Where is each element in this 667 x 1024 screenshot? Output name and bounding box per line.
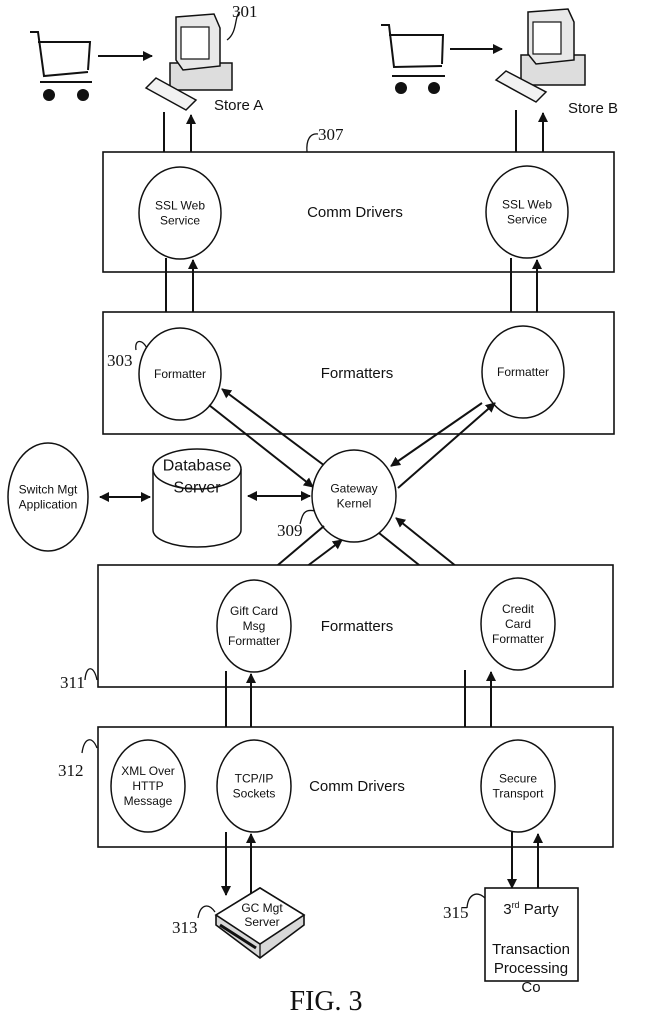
switch-mgt-application <box>7 442 89 552</box>
store-b: Store B <box>381 8 618 117</box>
ref-311: 311 <box>60 673 85 692</box>
formatter-b-to-gateway-arrow <box>390 402 483 467</box>
gateway-to-formatter-b-arrow <box>397 402 496 489</box>
formatter-a-label: Formatter <box>154 367 206 381</box>
store-a-label: Store A <box>214 97 263 114</box>
formatter-a <box>138 327 222 421</box>
ref-307: 307 <box>318 125 344 144</box>
gateway-kernel <box>311 449 397 543</box>
ref-313: 313 <box>172 918 198 937</box>
ref-309: 309 <box>277 521 303 540</box>
secure-transport <box>480 739 556 833</box>
ssl-web-service-a <box>138 166 222 260</box>
ref-312: 312 <box>58 761 84 780</box>
figure-caption: FIG. 3 <box>289 986 362 1017</box>
formatter-b-label: Formatter <box>497 365 549 379</box>
gateway-to-formatter-a-arrow <box>221 388 326 467</box>
computer-icon <box>494 8 586 103</box>
gift-card-msg-formatter <box>216 579 292 673</box>
store-b-label: Store B <box>568 100 618 117</box>
ref-303: 303 <box>107 351 133 370</box>
layer-formatters-top: Formatters 303 Formatter Formatter <box>102 311 615 435</box>
tcp-ip-sockets <box>216 739 292 833</box>
layer-label: Formatters <box>321 365 394 382</box>
credit-card-formatter <box>480 577 556 671</box>
formatter-a-to-gateway-arrow <box>208 404 314 488</box>
ref-301: 301 <box>232 2 258 21</box>
computer-icon <box>144 13 233 111</box>
layer-label: Comm Drivers <box>309 778 405 795</box>
third-party-box <box>484 887 579 982</box>
xml-over-http-message <box>110 739 186 833</box>
layer-label: Comm Drivers <box>307 204 403 221</box>
shopping-cart-icon <box>30 31 92 101</box>
shopping-cart-icon <box>381 24 445 94</box>
formatter-b <box>481 325 565 419</box>
ssl-web-service-b <box>485 165 569 259</box>
layer-label: Formatters <box>321 618 394 635</box>
ref-315: 315 <box>443 903 469 922</box>
ref-leader <box>226 11 241 41</box>
third-party-line1: 3rd Party <box>503 900 559 918</box>
store-a: Store A 301 <box>30 2 263 114</box>
